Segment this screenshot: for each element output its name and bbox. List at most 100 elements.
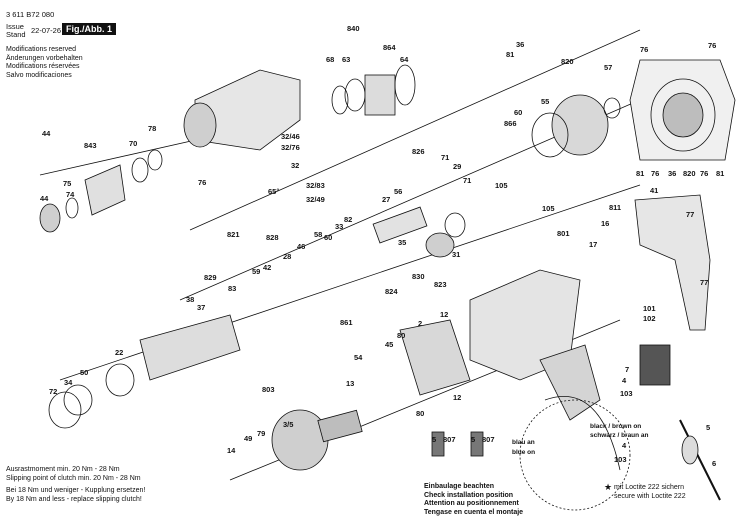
gear-part <box>444 212 466 238</box>
part-label: 821 <box>227 230 240 239</box>
part-label: 32 <box>291 161 299 170</box>
part-label: 830 <box>412 272 425 281</box>
part-label: 5 <box>432 435 436 444</box>
part-label: 103 <box>614 455 627 464</box>
part-label: 32/76 <box>281 143 300 152</box>
part-label: 63 <box>342 55 350 64</box>
part-label: 79 <box>257 429 265 438</box>
part-label: 29 <box>453 162 461 171</box>
part-label: 59 <box>252 267 260 276</box>
switch <box>639 344 671 386</box>
part-label: 2 <box>418 319 422 328</box>
part-label: 17 <box>589 240 597 249</box>
part-label: 60 <box>514 108 522 117</box>
part-label: 44 <box>40 194 49 203</box>
assembly-line <box>189 29 641 231</box>
disclaimer: Modifications reserved Änderungen vorbeh… <box>6 46 83 80</box>
loctite-note-line: mit Loctite 222 sichern <box>614 484 685 491</box>
armature-fan <box>271 409 329 471</box>
part-label: 46 <box>297 242 305 251</box>
part-label: 13 <box>346 379 354 388</box>
ring-part <box>147 149 163 171</box>
clutch-notes: Ausrastmoment min. 20 Nm - 28 Nm Slippin… <box>6 466 145 504</box>
part-label: 33 <box>335 222 343 231</box>
part-label: 58 <box>314 230 322 239</box>
clutch-note-line: Ausrastmoment min. 20 Nm - 28 Nm <box>6 466 120 473</box>
wire-label-black-2: schwarz / braun an <box>590 432 649 439</box>
part-label: 102 <box>643 314 656 323</box>
clutch-part <box>364 74 396 116</box>
part-number-labels: 840 68 63 864 64 81 36 820 57 55 866 60 … <box>40 24 724 468</box>
ring-part <box>48 391 82 429</box>
part-label: 103 <box>620 389 633 398</box>
issue-date: 22-07-26 <box>31 26 62 35</box>
part-label: 74 <box>66 190 75 199</box>
part-label: 3/5 <box>283 420 293 429</box>
part-label: 77 <box>686 210 694 219</box>
part-label: 820 <box>683 169 696 178</box>
part-label: 42 <box>263 263 271 272</box>
wire-label-black-1: black / brown on <box>590 423 641 430</box>
issue-label: Issue <box>6 22 24 31</box>
part-label: 83 <box>228 284 236 293</box>
clutch-note-line: Bei 18 Nm und weniger - Kupplung ersetze… <box>6 487 146 494</box>
chuck-sleeve <box>39 203 61 233</box>
installation-note: Einbaulage beachten Check installation p… <box>424 483 523 517</box>
detail-circle <box>519 399 631 511</box>
stand-label: Stand <box>6 30 26 39</box>
part-label: 80 <box>416 409 424 418</box>
part-label: 41 <box>650 186 658 195</box>
ring-part <box>65 197 79 219</box>
part-label: 32/49 <box>306 195 325 204</box>
hammer-tube <box>139 314 241 381</box>
field-coil <box>399 319 471 396</box>
part-label: 56 <box>394 187 402 196</box>
star-icon: ★ <box>604 482 613 492</box>
handle-shell <box>634 194 711 331</box>
part-label: 76 <box>708 41 716 50</box>
part-label: 57 <box>604 63 612 72</box>
part-label: 82 <box>344 215 352 224</box>
part-label: 78 <box>148 124 156 133</box>
loctite-note: mit Loctite 222 sichern secure with Loct… <box>606 484 686 501</box>
part-label: 4 <box>622 376 627 385</box>
carbon-brush <box>470 431 484 457</box>
part-label: 50 <box>80 368 88 377</box>
part-label: 76 <box>700 169 708 178</box>
part-label: 105 <box>542 204 555 213</box>
installation-note-line: Tengase en cuenta el montaje <box>424 508 524 516</box>
installation-note-line: Einbaulage beachten <box>424 483 495 490</box>
part-label: 866 <box>504 119 517 128</box>
ring-part <box>63 384 93 416</box>
power-cord <box>679 419 721 501</box>
disclaimer-line: Modifications réservées <box>6 63 80 70</box>
part-label: 101 <box>643 304 656 313</box>
part-label: 54 <box>354 353 363 362</box>
part-label: 37 <box>197 303 205 312</box>
part-label: 807 <box>482 435 495 444</box>
part-label: 31 <box>452 250 460 259</box>
document-number: 3 611 B72 080 <box>6 10 55 19</box>
part-label: 75 <box>63 179 71 188</box>
part-label: 76 <box>640 45 648 54</box>
cord-sleeve <box>681 435 699 465</box>
loctite-note-line: secure with Loctite 222 <box>614 492 686 500</box>
part-label: 5 <box>471 435 475 444</box>
part-label: 823 <box>434 280 447 289</box>
plate-ring <box>650 78 716 152</box>
installation-note-line: Check installation position <box>424 491 514 499</box>
locking-sleeve <box>84 164 126 216</box>
part-label: 843 <box>84 141 97 150</box>
armature-core <box>317 409 363 443</box>
carbon-brush <box>431 431 445 457</box>
installation-note-line: Attention au positionnement <box>424 500 519 507</box>
part-label: 34 <box>64 378 73 387</box>
part-label: 820 <box>561 57 574 66</box>
part-label: 7 <box>625 365 629 374</box>
part-label: 803 <box>262 385 275 394</box>
part-label: 27 <box>382 195 390 204</box>
disclaimer-line: Salvo modificaciones <box>6 71 72 79</box>
part-label: 36 <box>668 169 676 178</box>
part-label: 49 <box>244 434 252 443</box>
